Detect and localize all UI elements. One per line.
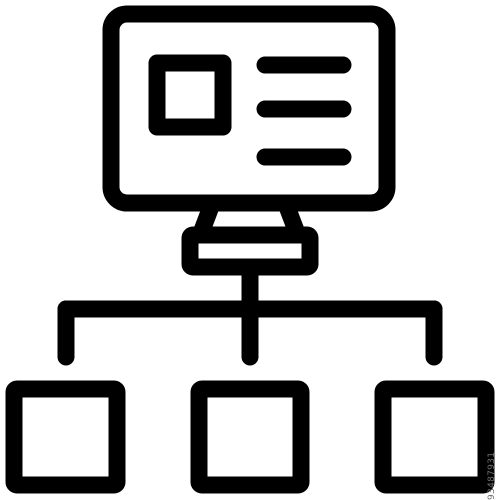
network-node-center [190, 380, 310, 494]
monitor-screen-frame [102, 5, 396, 212]
network-node-left [5, 380, 126, 494]
stock-id-label: 393487931 [487, 451, 497, 500]
network-node-right [374, 380, 495, 494]
screen-image-placeholder-icon [148, 54, 232, 136]
